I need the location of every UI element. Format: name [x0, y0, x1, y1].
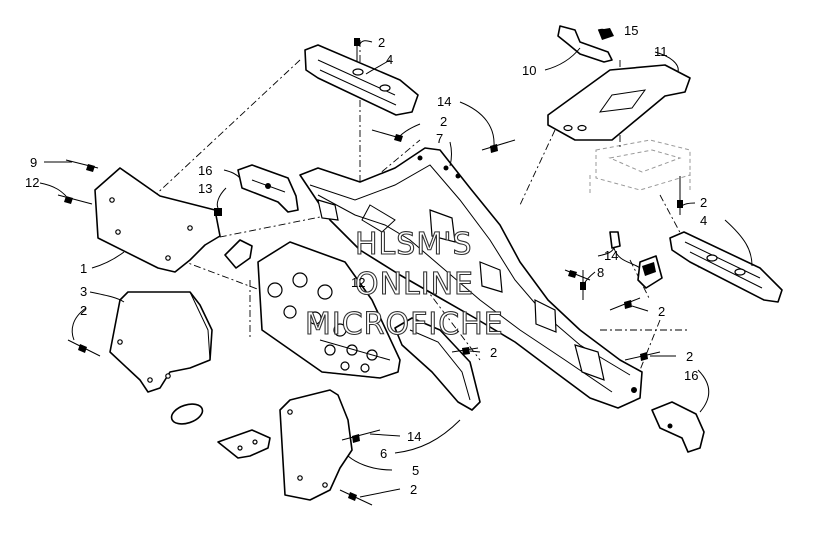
part-3-left-lower-panel: [109, 291, 213, 393]
callout-2-bottom: 2: [410, 482, 417, 497]
callout-labels: 2 4 15 10 11 14 2 7 9 12 16 13 2 4 1 14 …: [25, 23, 707, 497]
callout-2-center-right: 2: [658, 304, 665, 319]
callout-14-bottom: 14: [407, 429, 421, 444]
watermark-line-3: MICROFICHE: [305, 307, 504, 342]
part-12-skid-plate: [257, 241, 401, 379]
watermark: HLSM'S ONLINE MICROFICHE: [304, 226, 504, 342]
callout-16-right: 16: [684, 368, 698, 383]
part-6-support-bracket: [394, 317, 481, 411]
callout-4-right: 4: [700, 213, 707, 228]
callout-2-lower-right: 2: [686, 349, 693, 364]
oval-cap: [170, 403, 204, 425]
callout-6: 6: [380, 446, 387, 461]
part-11-plate: [547, 64, 691, 141]
callout-9: 9: [30, 155, 37, 170]
callout-1: 1: [80, 261, 87, 276]
callout-4-top: 4: [386, 52, 393, 67]
callout-11: 11: [654, 44, 668, 59]
callout-2-left: 2: [80, 303, 87, 318]
callout-14-top: 14: [437, 94, 451, 109]
callout-10: 10: [522, 63, 536, 78]
callout-16-left: 16: [198, 163, 212, 178]
leader-lines: [39, 28, 753, 498]
part-7-main-frame: [299, 147, 643, 409]
rivets: [57, 38, 683, 506]
part-16-right-bracket: [651, 401, 705, 453]
watermark-line-1: HLSM'S: [355, 227, 473, 262]
callout-2-right: 2: [700, 195, 707, 210]
part-16-left-bracket: [237, 164, 299, 213]
part-10-clip: [557, 25, 613, 63]
part-4-top-bracket: [304, 44, 419, 116]
part-5-lower-panel: [279, 389, 353, 501]
callout-8: 8: [597, 265, 604, 280]
callout-12-left: 12: [25, 175, 39, 190]
part-4-right-bracket: [669, 231, 783, 303]
callout-2-top: 2: [378, 35, 385, 50]
callout-3: 3: [80, 284, 87, 299]
spacer-block: [224, 239, 253, 269]
callout-15: 15: [624, 23, 638, 38]
callout-13: 13: [198, 181, 212, 196]
callout-5: 5: [412, 463, 419, 478]
callout-7: 7: [436, 131, 443, 146]
lower-left-bracket: [217, 429, 271, 459]
watermark-line-2: ONLINE: [355, 267, 474, 302]
callout-2-center: 2: [490, 345, 497, 360]
part-13-bolt: [214, 208, 222, 216]
callout-12-center: 12: [351, 275, 365, 290]
part-14-connector: [609, 231, 663, 289]
callout-2-mid: 2: [440, 114, 447, 129]
ghost-steering-outline: [589, 139, 691, 195]
part-1-left-panel: [94, 167, 221, 273]
callout-14-right: 14: [604, 248, 618, 263]
